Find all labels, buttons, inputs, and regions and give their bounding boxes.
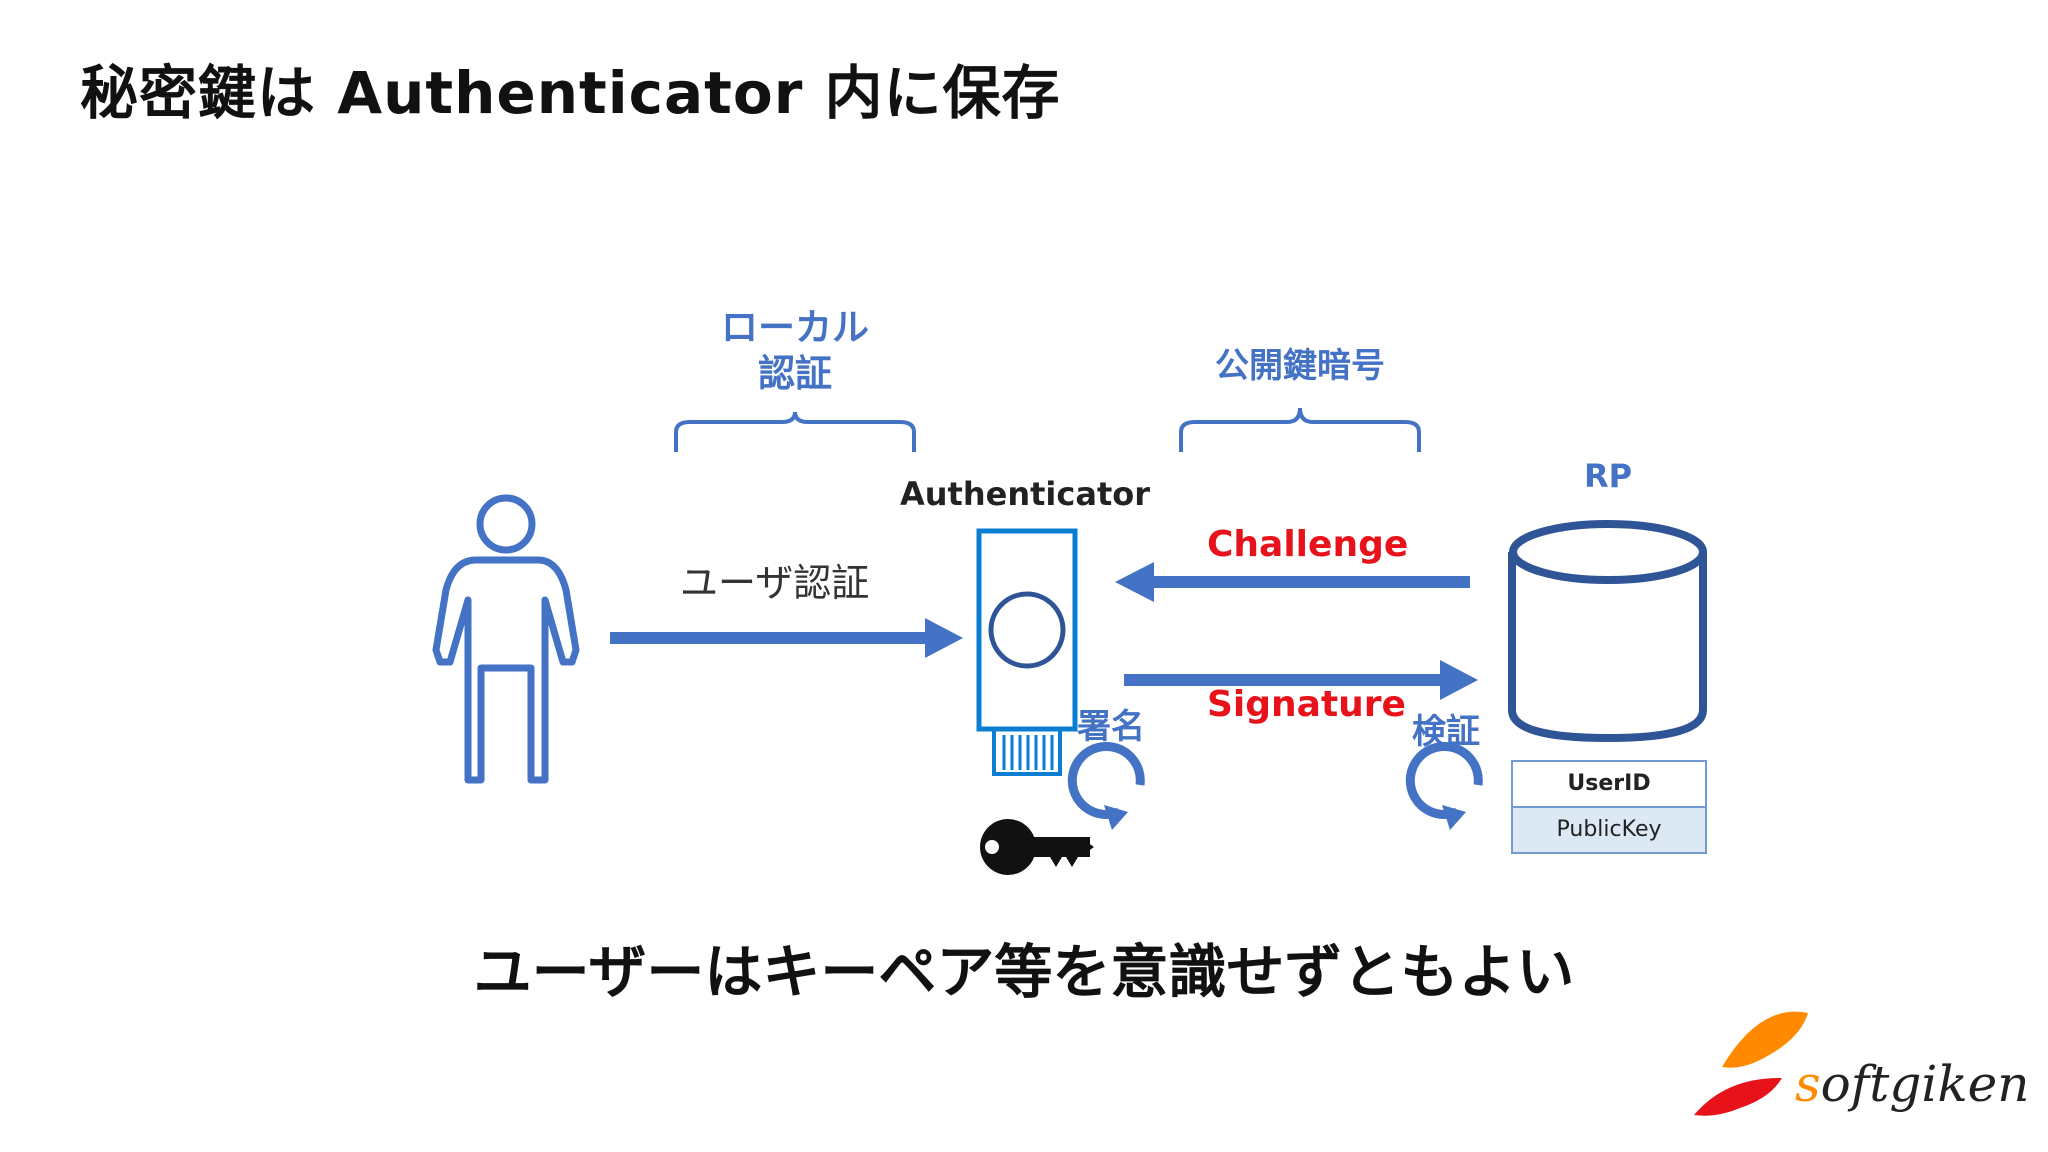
database-icon bbox=[1508, 520, 1707, 743]
user-auth-label: ユーザ認証 bbox=[680, 561, 870, 605]
refresh-icon bbox=[1067, 741, 1145, 830]
person-icon bbox=[432, 494, 580, 784]
verify-label: 検証 bbox=[1412, 712, 1480, 752]
sign-label: 署名 bbox=[1077, 707, 1145, 747]
user-auth-arrow bbox=[610, 618, 963, 658]
rp-table-row-publickey: PublicKey bbox=[1513, 808, 1705, 852]
bottom-message: ユーザーはキーペア等を意識せずともよい bbox=[473, 938, 1575, 1006]
rp-key-table: UserID PublicKey bbox=[1511, 760, 1707, 854]
refresh-icon bbox=[1405, 741, 1483, 830]
local-auth-label-line2: 認証 bbox=[758, 352, 832, 395]
rp-table-row-userid: UserID bbox=[1513, 762, 1705, 808]
rp-label: RP bbox=[1583, 457, 1633, 495]
pubkey-crypto-label: 公開鍵暗号 bbox=[1215, 346, 1385, 386]
page-title: 秘密鍵は Authenticator 内に保存 bbox=[80, 59, 1061, 127]
key-icon bbox=[980, 819, 1094, 875]
challenge-label: Challenge bbox=[1207, 524, 1409, 565]
local-auth-brace bbox=[674, 411, 916, 452]
logo-text-first: s bbox=[1795, 1055, 1821, 1113]
logo-text-rest: oftgiken bbox=[1820, 1055, 2030, 1113]
security-key-icon bbox=[976, 528, 1078, 776]
signature-label: Signature bbox=[1207, 684, 1406, 725]
authenticator-label: Authenticator bbox=[900, 475, 1150, 513]
softgiken-logo: softgiken bbox=[1795, 1055, 2029, 1113]
logo-mark bbox=[1694, 1011, 1808, 1116]
local-auth-label-line1: ローカル bbox=[721, 306, 869, 349]
signature-arrow bbox=[1124, 660, 1478, 700]
pubkey-brace bbox=[1179, 407, 1421, 452]
challenge-arrow bbox=[1115, 562, 1470, 602]
